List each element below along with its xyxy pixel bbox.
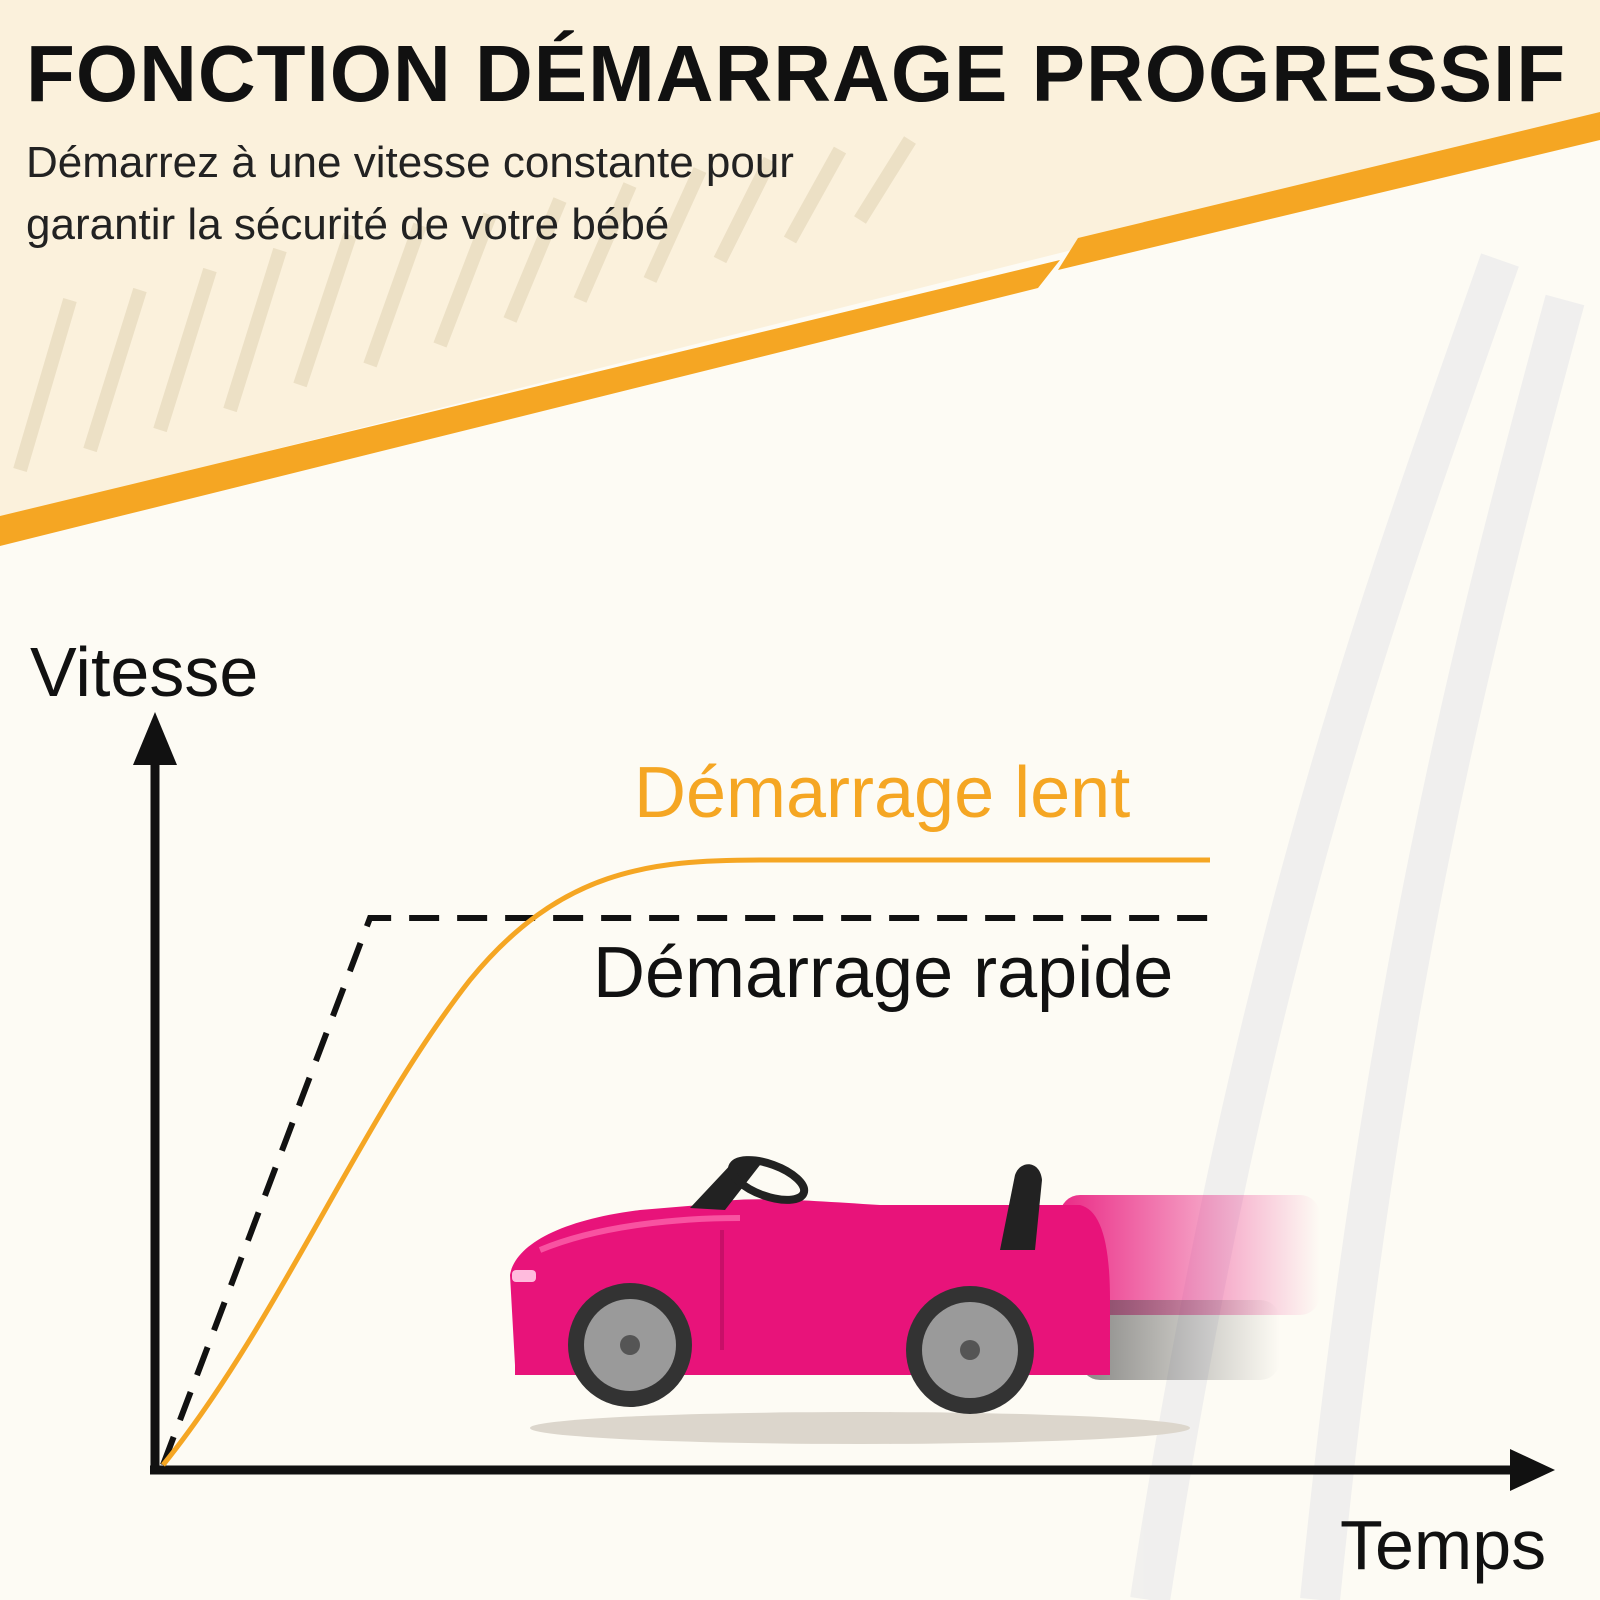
x-axis-label: Temps xyxy=(1340,1506,1547,1584)
car-door-line xyxy=(720,1230,724,1350)
tire-track-right xyxy=(1130,253,1585,1600)
slow-start-curve xyxy=(161,857,1210,1467)
slow-start-label: Démarrage lent xyxy=(634,753,1131,833)
subtitle-line-2: garantir la sécurité de votre bébé xyxy=(26,200,670,249)
fast-start-curve xyxy=(160,915,1210,1467)
orange-stripe xyxy=(0,260,1060,546)
y-axis-arrow xyxy=(133,712,177,765)
chart-axes xyxy=(133,712,1555,1491)
car-motion-blur-wheels xyxy=(1080,1300,1280,1380)
tire-track-pattern xyxy=(13,136,916,472)
pink-car-illustration xyxy=(510,1156,1320,1444)
rear-wheel-hub xyxy=(960,1340,980,1360)
orange-stripe-right xyxy=(1058,112,1600,270)
page-subtitle: Démarrez à une vitesse constante pour ga… xyxy=(26,132,986,256)
page-title: FONCTION DÉMARRAGE PROGRESSIF xyxy=(26,29,1567,118)
car-seat xyxy=(1000,1164,1042,1250)
car-headlight xyxy=(512,1270,536,1282)
front-wheel-hub xyxy=(620,1335,640,1355)
car-shadow xyxy=(530,1412,1190,1444)
car-motion-blur xyxy=(1060,1195,1320,1315)
fast-start-label: Démarrage rapide xyxy=(593,933,1174,1013)
x-axis-arrow xyxy=(1510,1449,1555,1491)
car-hood-highlight xyxy=(538,1215,741,1253)
subtitle-line-1: Démarrez à une vitesse constante pour xyxy=(26,138,794,187)
steering-wheel xyxy=(727,1156,809,1204)
car-windshield xyxy=(690,1160,760,1210)
header-band xyxy=(0,0,1600,518)
y-axis-label: Vitesse xyxy=(30,633,259,711)
